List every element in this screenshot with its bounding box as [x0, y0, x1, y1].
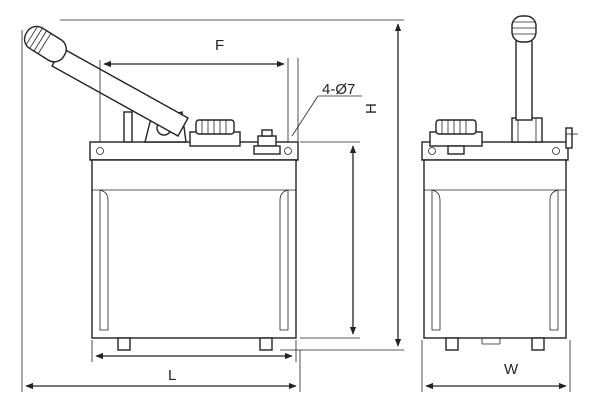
front-left-rib — [99, 189, 109, 331]
front-view: F 4-Ø7 H L — [21, 19, 404, 392]
outlet-fitting — [257, 135, 277, 147]
piston-rod — [123, 111, 133, 143]
dim-H-label: H — [363, 103, 380, 114]
side-foot-left — [445, 337, 459, 351]
front-mount-hole-right — [284, 147, 292, 155]
front-tank-body — [91, 159, 297, 339]
pump-lever — [51, 47, 189, 137]
front-foot-right — [259, 337, 273, 351]
dim-L-label: L — [168, 367, 176, 384]
hole-callout-label: 4-Ø7 — [322, 81, 355, 98]
side-lever — [515, 39, 533, 121]
side-lever-grip — [511, 15, 537, 43]
side-lever-bracket — [511, 117, 543, 143]
filler-cap — [195, 119, 235, 135]
front-foot-left — [117, 337, 131, 351]
front-right-rib — [279, 189, 289, 331]
dim-W-label: W — [504, 361, 519, 378]
front-mount-hole-left — [96, 147, 104, 155]
side-view: W — [421, 15, 578, 392]
side-tank-body — [423, 159, 567, 339]
side-foot-right — [531, 337, 545, 351]
lever-grip — [23, 25, 67, 63]
dim-F-label: F — [215, 37, 224, 54]
